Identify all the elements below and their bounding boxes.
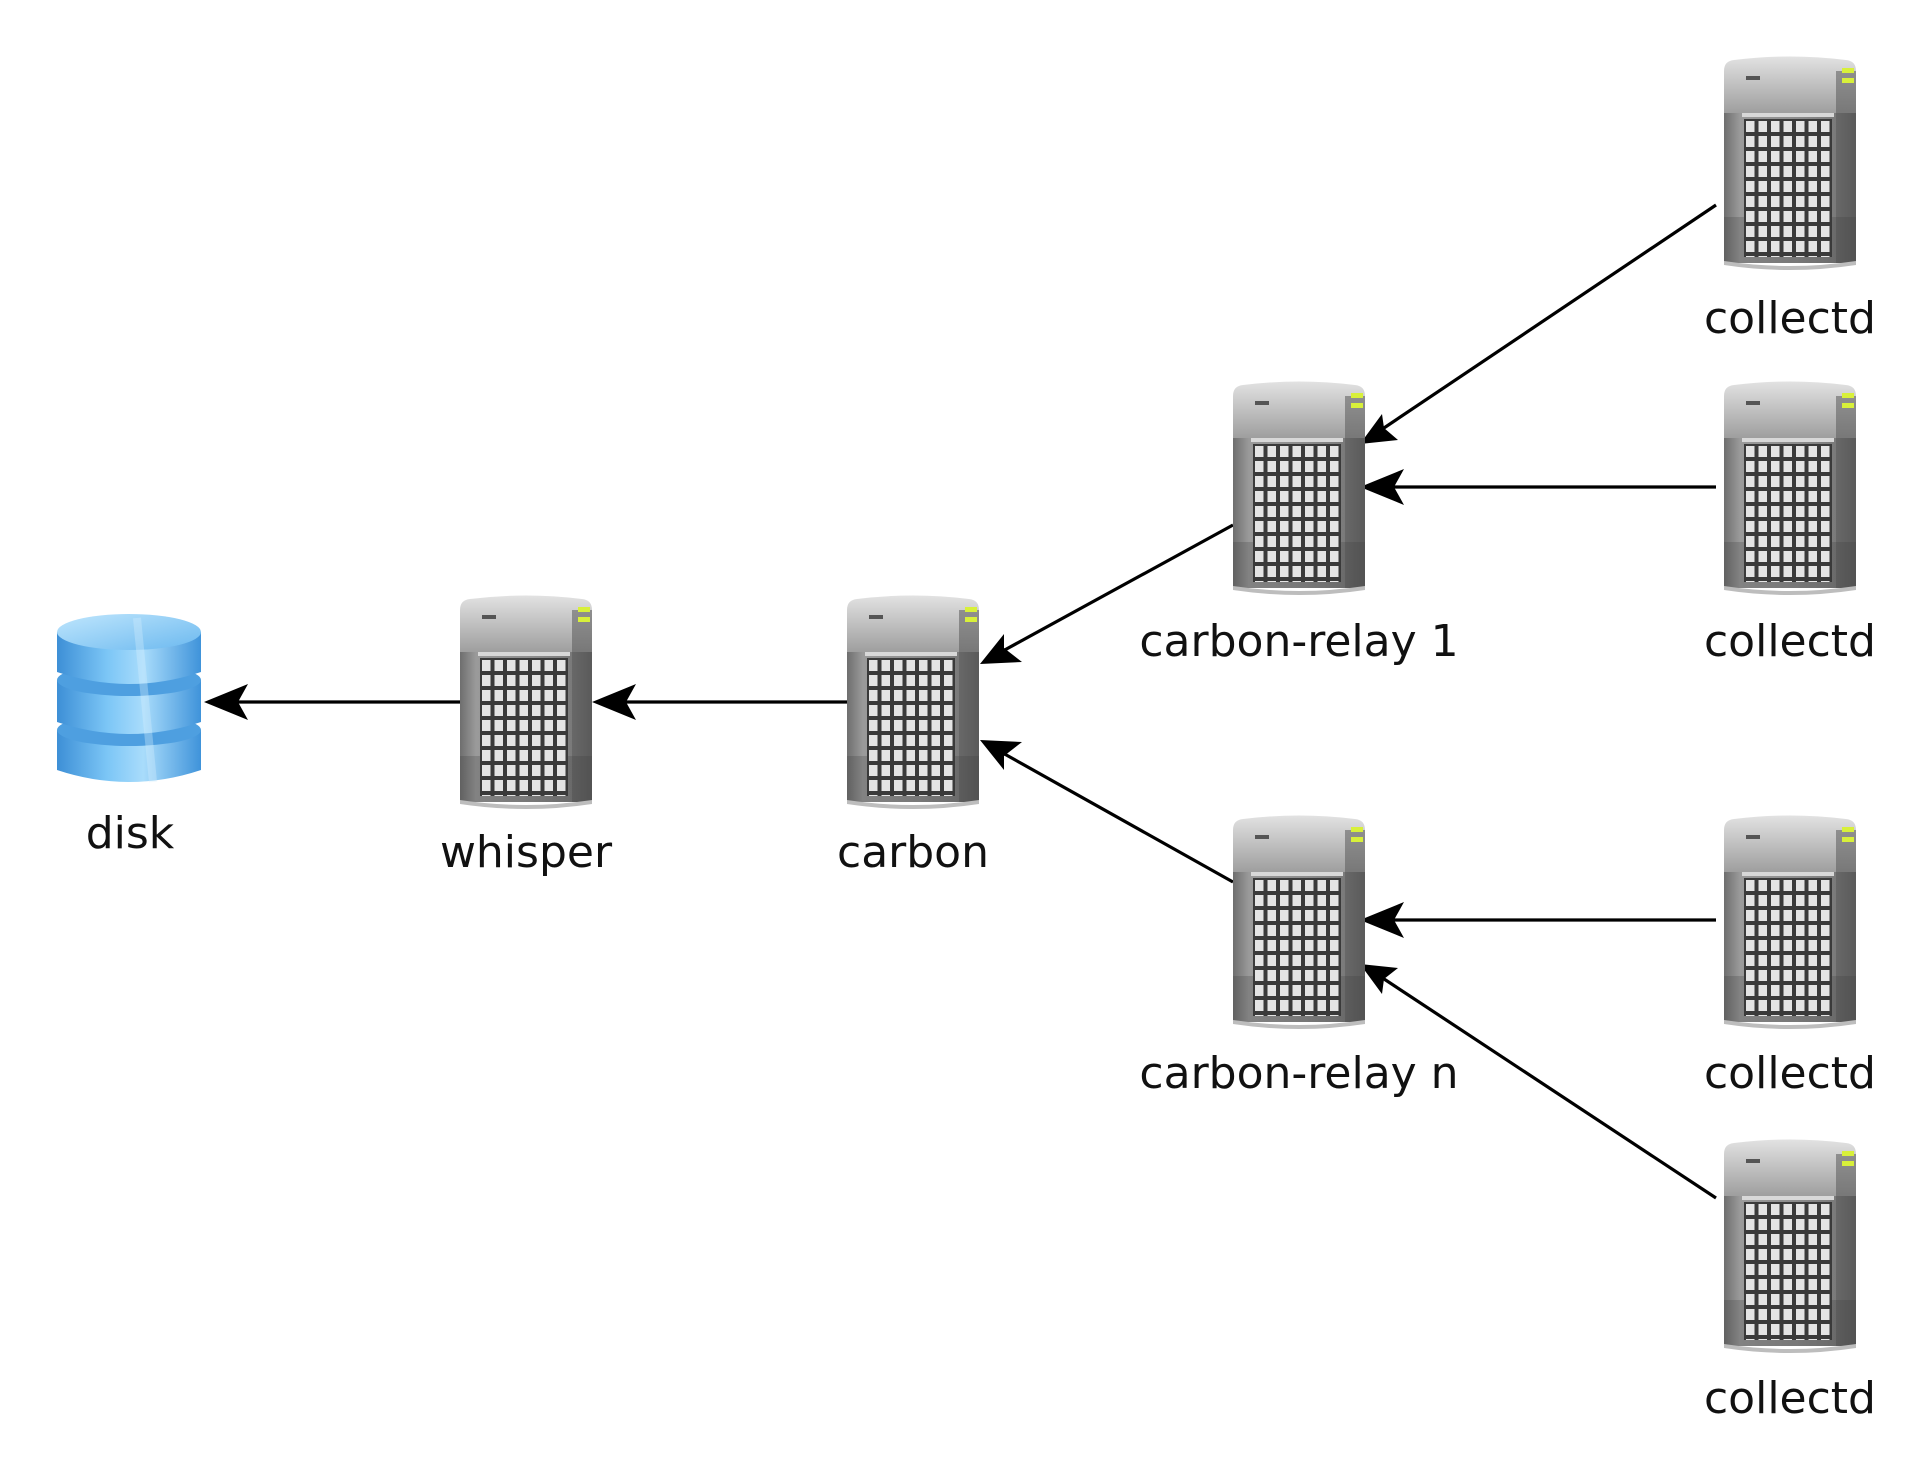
- edge-relay1-carbon: [1000, 523, 1234, 654]
- arrowhead-carbon-whisper: [592, 684, 636, 720]
- edge-relayn-carbon: [1000, 750, 1234, 884]
- node-label: collectd: [1704, 1373, 1876, 1424]
- arrowhead-collectd1-relay1: [1360, 414, 1398, 444]
- node-label: carbon-relay 1: [1139, 616, 1458, 667]
- server-icon: [1724, 56, 1856, 270]
- arrowhead-relay1-carbon: [980, 634, 1022, 664]
- edge-collectd1-relay1: [1377, 203, 1717, 434]
- node-carbon-relay-1: carbon-relay 1: [1139, 381, 1459, 667]
- node-label: disk: [86, 808, 175, 859]
- node-whisper: whisper: [440, 595, 613, 878]
- node-collectd-1: collectd: [1704, 56, 1876, 344]
- edge-collectd4-relayn: [1377, 973, 1717, 1200]
- server-icon: [1724, 815, 1856, 1029]
- server-icon: [1724, 1139, 1856, 1353]
- server-icon: [1233, 381, 1365, 595]
- server-icon: [460, 595, 592, 809]
- arrowhead-collectd4-relayn: [1360, 964, 1398, 994]
- node-label: collectd: [1704, 1048, 1876, 1099]
- node-carbon: carbon: [837, 595, 989, 878]
- edges: [204, 203, 1717, 1200]
- node-disk: disk: [57, 614, 201, 859]
- server-icon: [847, 595, 979, 809]
- arrowhead-whisper-disk: [204, 684, 248, 720]
- node-carbon-relay-n: carbon-relay n: [1139, 815, 1459, 1099]
- node-label: carbon: [837, 827, 989, 878]
- node-label: collectd: [1704, 293, 1876, 344]
- node-label: collectd: [1704, 616, 1876, 667]
- node-collectd-4: collectd: [1704, 1139, 1876, 1424]
- node-collectd-3: collectd: [1704, 815, 1876, 1099]
- server-icon: [1233, 815, 1365, 1029]
- node-label: carbon-relay n: [1139, 1048, 1458, 1099]
- node-collectd-2: collectd: [1704, 381, 1876, 667]
- arrowhead-collectd2-relay1: [1360, 469, 1404, 505]
- node-label: whisper: [440, 827, 613, 878]
- server-icon: [1724, 381, 1856, 595]
- database-icon: [57, 614, 201, 783]
- arrowhead-collectd3-relayn: [1360, 902, 1404, 938]
- arrowhead-relayn-carbon: [980, 740, 1022, 770]
